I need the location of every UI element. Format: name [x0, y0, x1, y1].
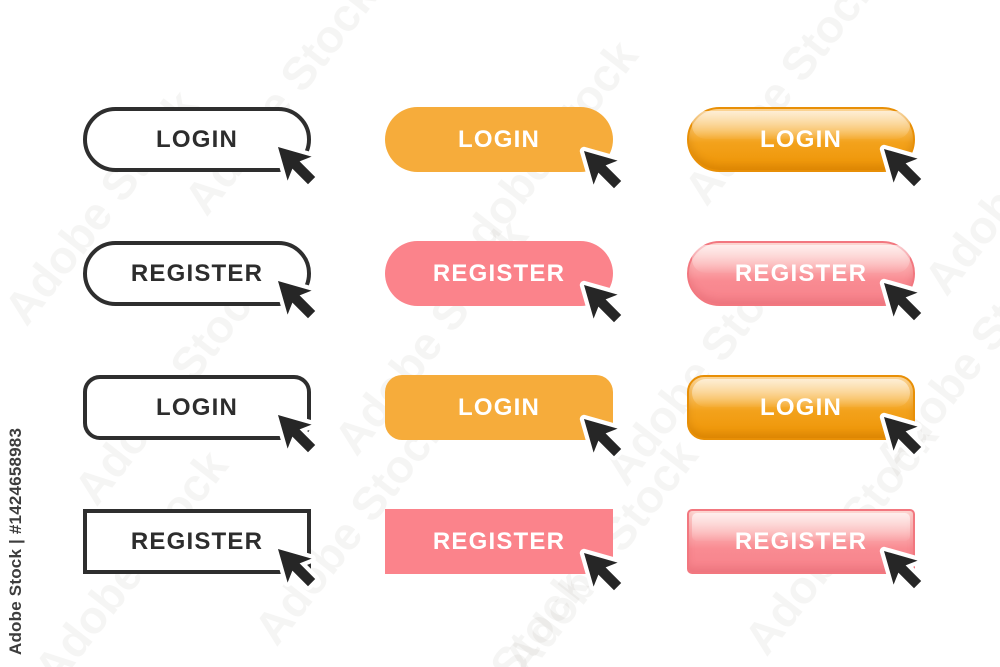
cursor-arrow-icon [879, 546, 926, 593]
login-button-glossy-rounded[interactable]: LOGIN [687, 375, 926, 459]
cursor-arrow-icon [879, 278, 926, 325]
register-button-flat-pill[interactable]: REGISTER [385, 241, 626, 327]
button-label: LOGIN [760, 393, 842, 421]
button-label: REGISTER [130, 259, 264, 287]
button-label: REGISTER [734, 527, 868, 555]
button-label: LOGIN [156, 393, 238, 421]
cursor-arrow-icon [579, 280, 626, 327]
login-button-outline-pill[interactable]: LOGIN [83, 107, 320, 189]
button-label: REGISTER [734, 259, 868, 287]
button-grid: LOGIN LOGIN LOGIN REGISTER REGISTER [83, 107, 926, 595]
cursor-arrow-icon [273, 276, 320, 323]
login-button-glossy-pill[interactable]: LOGIN [687, 107, 926, 191]
register-button-flat-rect[interactable]: REGISTER [385, 509, 626, 595]
watermark-id-text: Adobe Stock | #1424658983 [6, 427, 25, 655]
button-label: LOGIN [458, 125, 540, 153]
button-label: REGISTER [432, 259, 566, 287]
watermark-tile: Adobe Stock [913, 50, 1000, 304]
cursor-arrow-icon [273, 544, 320, 591]
register-button-glossy-rect[interactable]: REGISTER [687, 509, 926, 593]
button-label: LOGIN [458, 393, 540, 421]
button-label: LOGIN [760, 125, 842, 153]
register-button-outline-pill[interactable]: REGISTER [83, 241, 320, 323]
cursor-arrow-icon [273, 410, 320, 457]
button-label: REGISTER [130, 527, 264, 555]
cursor-arrow-icon [879, 144, 926, 191]
cursor-arrow-icon [579, 414, 626, 461]
login-button-flat-rounded[interactable]: LOGIN [385, 375, 626, 461]
button-label: REGISTER [432, 527, 566, 555]
cursor-arrow-icon [273, 142, 320, 189]
login-button-flat-pill[interactable]: LOGIN [385, 107, 626, 193]
login-button-outline-rounded[interactable]: LOGIN [83, 375, 320, 457]
register-button-outline-rect[interactable]: REGISTER [83, 509, 320, 591]
cursor-arrow-icon [879, 412, 926, 459]
button-label: LOGIN [156, 125, 238, 153]
watermark-tile: Adobe Stock [383, 560, 599, 667]
cursor-arrow-icon [579, 548, 626, 595]
register-button-glossy-pill[interactable]: REGISTER [687, 241, 926, 325]
cursor-arrow-icon [579, 146, 626, 193]
